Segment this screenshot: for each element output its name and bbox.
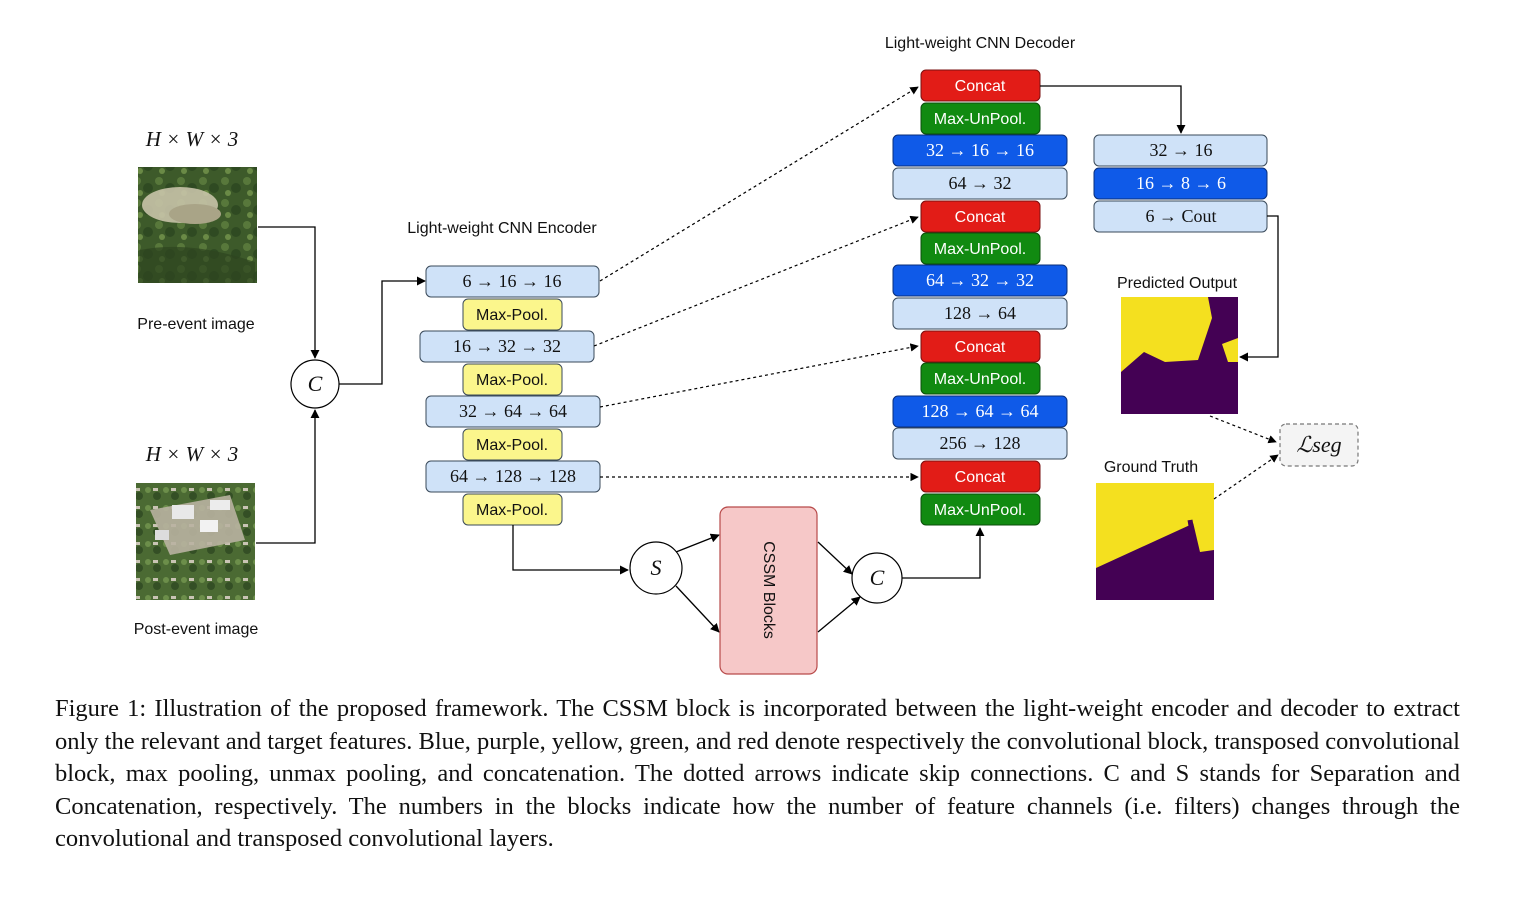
- encoder-conv-1: 6 → 16 → 16: [425, 265, 600, 298]
- svg-text:Max-UnPool.: Max-UnPool.: [934, 502, 1026, 519]
- svg-text:64 → 32: 64 → 32: [949, 173, 1012, 193]
- svg-text:Concat: Concat: [955, 78, 1006, 95]
- svg-text:32 → 16: 32 → 16: [1150, 140, 1213, 160]
- separation-node: S: [629, 541, 683, 595]
- encoder-maxpool-1: Max-Pool.: [462, 298, 563, 331]
- decoder-conv-1: 32 → 16 → 16: [892, 134, 1068, 167]
- figure-caption: Figure 1: Illustration of the proposed f…: [55, 695, 1460, 852]
- skip-connections: [593, 86, 919, 482]
- predicted-output-mask: [1121, 297, 1238, 414]
- decoder-unpool-1: Max-UnPool.: [920, 102, 1041, 135]
- cssm-blocks: CSSM Blocks: [719, 506, 818, 675]
- svg-text:16 → 8 → 6: 16 → 8 → 6: [1136, 173, 1226, 193]
- svg-text:128 → 64 → 64: 128 → 64 → 64: [922, 401, 1039, 421]
- decoder-concat-3: Concat: [920, 330, 1041, 363]
- svg-text:S: S: [651, 555, 662, 580]
- ground-truth-label: Ground Truth: [1104, 459, 1198, 476]
- svg-text:32 → 16 → 16: 32 → 16 → 16: [926, 140, 1034, 160]
- decoder-conv-3: 128 → 64 → 64: [892, 395, 1068, 428]
- svg-text:Concat: Concat: [955, 339, 1006, 356]
- svg-text:Max-Pool.: Max-Pool.: [476, 437, 548, 454]
- svg-text:Concat: Concat: [955, 469, 1006, 486]
- head-conv-1: 32 → 16: [1093, 134, 1268, 167]
- svg-text:6 → 16 → 16: 6 → 16 → 16: [463, 271, 562, 291]
- svg-text:Concat: Concat: [955, 209, 1006, 226]
- ground-truth-mask: [1096, 483, 1214, 600]
- decoder-title: Light-weight CNN Decoder: [885, 35, 1076, 52]
- decoder-tconv-1: 64 → 32: [892, 167, 1068, 200]
- decoder-tconv-3: 256 → 128: [892, 427, 1068, 460]
- decoder-concat-4: Concat: [920, 460, 1041, 493]
- pre-event-image: [138, 167, 257, 283]
- head-conv-3: 6 → Cout: [1093, 200, 1268, 233]
- head-conv-2: 16 → 8 → 6: [1093, 167, 1268, 200]
- svg-text:128 → 64: 128 → 64: [944, 303, 1016, 323]
- svg-text:32 → 64 → 64: 32 → 64 → 64: [459, 401, 567, 421]
- encoder-maxpool-3: Max-Pool.: [462, 428, 563, 461]
- decoder-tconv-2: 128 → 64: [892, 297, 1068, 330]
- decoder-concat-2: Concat: [920, 200, 1041, 233]
- encoder-maxpool-2: Max-Pool.: [462, 363, 563, 396]
- post-event-label: Post-event image: [134, 621, 259, 638]
- post-event-image: [136, 483, 255, 600]
- decoder-unpool-3: Max-UnPool.: [920, 362, 1041, 395]
- svg-text:C: C: [308, 371, 323, 396]
- svg-text:256 → 128: 256 → 128: [940, 433, 1021, 453]
- input-dim-top: H × W × 3: [145, 127, 239, 151]
- pre-event-label: Pre-event image: [137, 316, 254, 333]
- svg-text:64 → 32 → 32: 64 → 32 → 32: [926, 270, 1034, 290]
- input-dim-bottom: H × W × 3: [145, 442, 239, 466]
- svg-text:C: C: [870, 565, 885, 590]
- svg-text:Max-UnPool.: Max-UnPool.: [934, 371, 1026, 388]
- encoder-conv-3: 32 → 64 → 64: [425, 395, 601, 428]
- svg-text:Max-Pool.: Max-Pool.: [476, 502, 548, 519]
- svg-text:64 → 128 → 128: 64 → 128 → 128: [450, 466, 576, 486]
- decoder-unpool-2: Max-UnPool.: [920, 232, 1041, 265]
- encoder-maxpool-4: Max-Pool.: [462, 493, 563, 526]
- svg-text:Max-UnPool.: Max-UnPool.: [934, 111, 1026, 128]
- input-concat-node: C: [290, 359, 340, 409]
- svg-text:Max-UnPool.: Max-UnPool.: [934, 241, 1026, 258]
- svg-text:ℒseg: ℒseg: [1296, 432, 1341, 457]
- svg-text:16 → 32 → 32: 16 → 32 → 32: [453, 336, 561, 356]
- encoder-conv-2: 16 → 32 → 32: [419, 330, 595, 363]
- svg-text:CSSM Blocks: CSSM Blocks: [760, 541, 777, 639]
- decoder-conv-2: 64 → 32 → 32: [892, 264, 1068, 297]
- encoder-conv-4: 64 → 128 → 128: [425, 460, 601, 493]
- bottleneck-concat-node: C: [851, 552, 903, 604]
- decoder-unpool-4: Max-UnPool.: [920, 493, 1041, 526]
- decoder-concat-1: Concat: [920, 69, 1041, 102]
- segmentation-loss: ℒseg: [1279, 423, 1359, 467]
- predicted-output-label: Predicted Output: [1117, 275, 1238, 292]
- encoder-title: Light-weight CNN Encoder: [407, 220, 597, 237]
- svg-text:6 → Cout: 6 → Cout: [1145, 206, 1216, 226]
- svg-text:Max-Pool.: Max-Pool.: [476, 372, 548, 389]
- svg-text:Max-Pool.: Max-Pool.: [476, 307, 548, 324]
